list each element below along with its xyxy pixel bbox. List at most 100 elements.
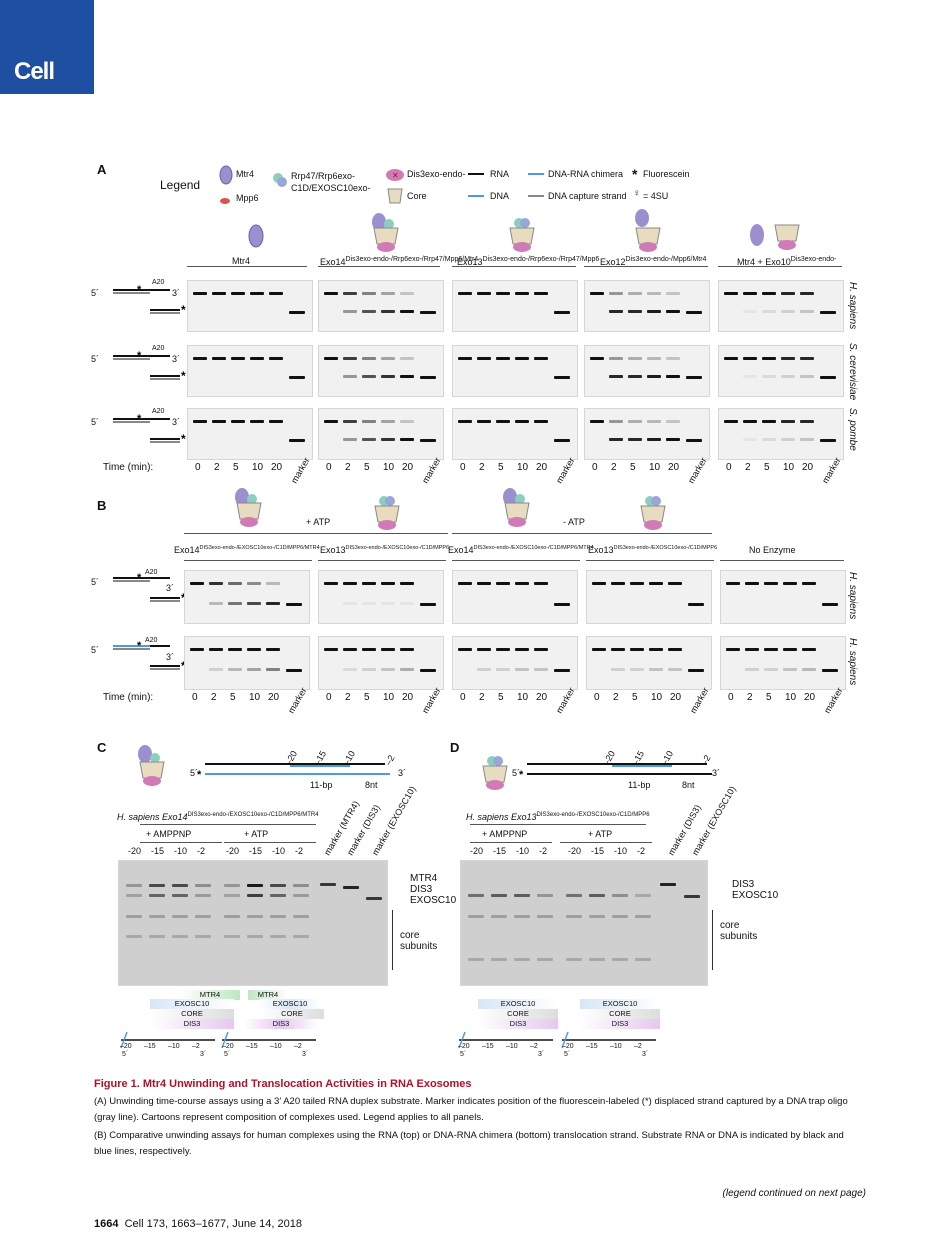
gel-lane-block (584, 408, 710, 460)
gel-band (149, 915, 165, 918)
duplex-band (515, 292, 529, 295)
gel-band (126, 915, 142, 918)
gel-band (293, 884, 309, 887)
displaced-band (609, 438, 623, 441)
duplex-band (400, 582, 414, 585)
asterisk-icon: * (632, 166, 638, 182)
duplex-band (668, 582, 682, 585)
complex-cartoon-exo13 (505, 212, 539, 257)
time-tick: 10 (252, 462, 264, 473)
marker-band (660, 883, 676, 886)
svg-text:*: * (137, 640, 142, 652)
time-tick: 2 (747, 692, 753, 703)
crosslink-schematic-d: * (517, 752, 717, 797)
gel-band (566, 958, 582, 961)
lane-label: -10 (272, 846, 286, 856)
gel-band (195, 915, 211, 918)
substrate-tail-label-3: A20 (152, 408, 165, 415)
duplex-band (343, 582, 357, 585)
time-tick: 5 (630, 462, 636, 473)
mini-pos-label: –2 (634, 1043, 642, 1050)
substrate-schematic-b1: ** (95, 568, 190, 613)
displaced-band (534, 668, 548, 671)
panel-d-letter: D (450, 740, 460, 755)
displaced-band (802, 668, 816, 671)
species-label-b2: H. sapiens (847, 638, 858, 686)
gel-band (537, 894, 553, 897)
duplex-band (247, 582, 261, 585)
time-tick: 5 (230, 692, 236, 703)
caption-title: Figure 1. Mtr4 Unwinding and Translocati… (94, 1078, 472, 1090)
duplex-band (764, 648, 778, 651)
species-label-a2: S. cerevisiae (847, 343, 858, 401)
marker-band (420, 439, 436, 442)
mini-pos-label: –20 (120, 1043, 132, 1050)
marker-band (554, 439, 570, 442)
gel-band (566, 915, 582, 918)
complex-cartoon-exo14 (369, 212, 403, 257)
complex-cartoon-b3 (500, 487, 534, 532)
gel-band (195, 884, 211, 887)
marker-band (286, 603, 302, 606)
lane-label: -10 (516, 846, 530, 856)
c-bp-label: 11-bp (310, 780, 333, 790)
duplex-band (496, 292, 510, 295)
time-tick: 20 (668, 462, 680, 473)
duplex-band (534, 420, 548, 423)
duplex-band (269, 420, 283, 423)
duplex-band (783, 582, 797, 585)
gel-lane-block (318, 345, 444, 397)
marker-band (554, 669, 570, 672)
gel-lane-block (720, 570, 846, 624)
displaced-band (783, 668, 797, 671)
caption-panel-b: (B) Comparative unwinding assays for hum… (94, 1130, 844, 1157)
gel-band (468, 915, 484, 918)
gel-lane-block (718, 408, 844, 460)
duplex-band (324, 648, 338, 651)
duplex-band (458, 292, 472, 295)
gel-lane-block (318, 280, 444, 332)
duplex-band (477, 582, 491, 585)
displaced-band (400, 668, 414, 671)
substrate-3-label-2: 3´ (172, 354, 181, 364)
time-label-a: Time (min): (103, 462, 154, 473)
time-tick: 20 (536, 462, 548, 473)
duplex-band (381, 420, 395, 423)
svg-text:*: * (181, 432, 186, 446)
displaced-band (649, 668, 663, 671)
marker-band (289, 439, 305, 442)
duplex-band (534, 292, 548, 295)
substrate-tail-label-1: A20 (152, 279, 165, 286)
caption-panel-a: (A) Unwinding time-course assays using a… (94, 1096, 848, 1123)
duplex-band (762, 292, 776, 295)
c-mini-schematic-1 (117, 1026, 217, 1065)
substrate-tail-label-2: A20 (152, 345, 165, 352)
marker-band (420, 311, 436, 314)
displaced-band (743, 310, 757, 313)
mini-pos-label: –20 (222, 1043, 234, 1050)
panel-c-title: H. sapiens Exo14DIS3exo-endo-/EXOSC10exo… (117, 812, 319, 822)
duplex-band (228, 582, 242, 585)
duplex-band (247, 648, 261, 651)
d-group-atp: + ATP (588, 829, 613, 839)
lane-label: -2 (295, 846, 304, 856)
lane-label: -20 (470, 846, 484, 856)
gel-band (172, 935, 188, 938)
time-tick: 20 (268, 692, 280, 703)
substrate-3-label-3: 3´ (172, 417, 181, 427)
gel-band (589, 894, 605, 897)
substrate-5-label-b1: 5´ (91, 577, 100, 587)
svg-text:*: * (137, 350, 142, 362)
displaced-band (781, 375, 795, 378)
substrate-5-label-b2: 5´ (91, 645, 100, 655)
displaced-band (647, 438, 661, 441)
time-tick: 2 (345, 692, 351, 703)
time-tick: 2 (479, 462, 485, 473)
displaced-band (247, 602, 261, 605)
mini-3-label: 3´ (538, 1051, 545, 1058)
chimera-line-icon (528, 173, 544, 175)
duplex-band (381, 357, 395, 360)
c-chip-core-2: CORE (260, 1009, 324, 1019)
mini-pos-label: –15 (586, 1043, 598, 1050)
duplex-band (609, 292, 623, 295)
